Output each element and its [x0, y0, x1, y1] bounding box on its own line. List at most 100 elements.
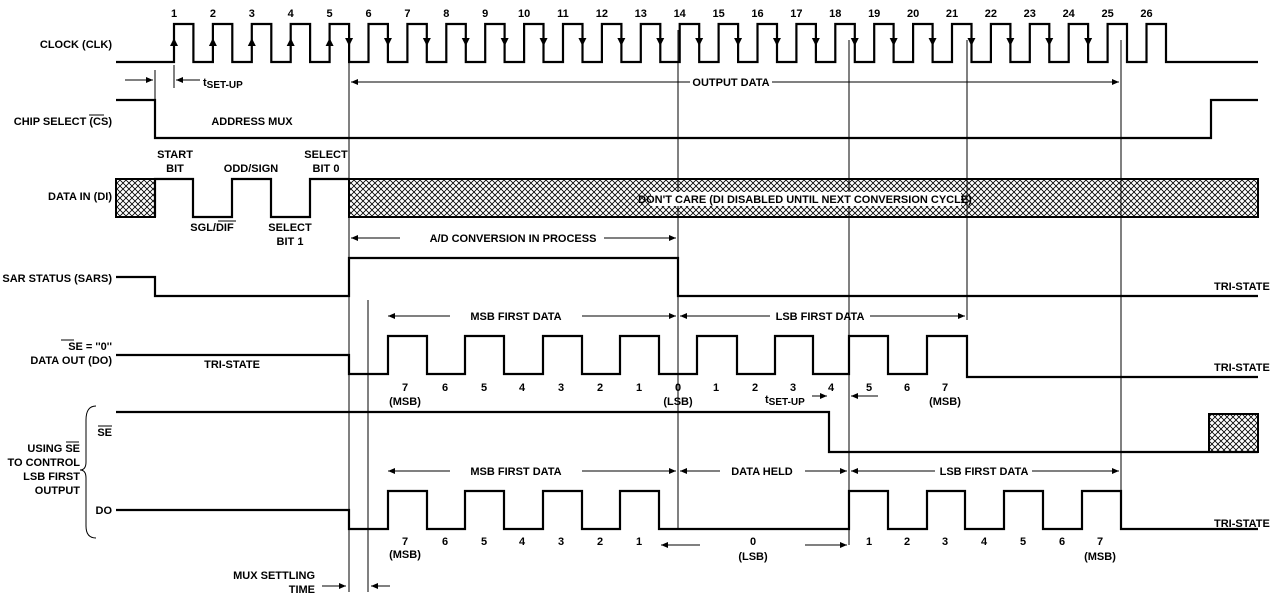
bit-label: 4: [519, 536, 526, 548]
bit-label: 0: [675, 382, 681, 394]
clock-edge-arrow: [656, 38, 665, 46]
bit-label: 6: [442, 536, 448, 548]
clock-edge-arrows: [170, 38, 1093, 46]
label-clock: CLOCK (CLK): [40, 39, 112, 51]
bit-label: 2: [597, 536, 603, 548]
mux-settling-label-2: TIME: [289, 584, 315, 596]
do2-tri-state-label: TRI-STATE: [1214, 518, 1270, 530]
clock-number: 9: [482, 8, 488, 20]
bit-label: 5: [481, 382, 487, 394]
clock-edge-arrow: [617, 38, 626, 46]
bit-label: 1: [713, 382, 719, 394]
clock-number: 21: [946, 8, 958, 20]
clock-edge-arrow: [889, 38, 898, 46]
msb-first2-label: MSB FIRST DATA: [470, 466, 561, 478]
bit-label: 2: [752, 382, 758, 394]
bit-label: 4: [981, 536, 988, 548]
clock-edge-arrow: [325, 38, 334, 46]
do-msb-label: (MSB): [389, 396, 421, 408]
msb-first-label: MSB FIRST DATA: [470, 311, 561, 323]
start-bit-label-2: BIT: [166, 163, 184, 175]
select-bit1-label-2: BIT 1: [277, 236, 304, 248]
bit-label: 3: [790, 382, 796, 394]
label-chip-select: CHIP SELECT (CS): [14, 116, 113, 128]
bit-label: 2: [904, 536, 910, 548]
timing-guide-lines: [154, 30, 1122, 592]
bit-label: 3: [558, 536, 564, 548]
do2-msb-label: (MSB): [389, 549, 421, 561]
clock-number: 18: [829, 8, 841, 20]
t-setup-label: tSET-UP: [203, 77, 243, 91]
bit-label: 4: [828, 382, 835, 394]
sgl-dif-label: SGL/DIF: [190, 222, 234, 234]
t-setup2-label: tSET-UP: [765, 394, 805, 408]
di-dont-care-initial: [115, 178, 156, 218]
bit-label: 5: [1020, 536, 1026, 548]
bit-label: 7: [1097, 536, 1103, 548]
clock-edge-arrow: [170, 38, 178, 46]
address-mux-label: ADDRESS MUX: [211, 116, 293, 128]
clock-edge-arrow: [500, 38, 509, 46]
clock-edge-arrow: [811, 38, 820, 46]
clock-edge-arrow: [539, 38, 548, 46]
clock-edge-arrow: [772, 38, 781, 46]
bit-label: 7: [942, 382, 948, 394]
clock-number: 10: [518, 8, 530, 20]
clock-number: 1: [171, 8, 177, 20]
clock-number: 23: [1024, 8, 1036, 20]
clock-number: 12: [596, 8, 608, 20]
clock-number: 5: [327, 8, 333, 20]
do2-msb-label-2: (MSB): [1084, 551, 1116, 563]
bit-label: 6: [1059, 536, 1065, 548]
do2-lsb-label: (LSB): [738, 551, 768, 563]
label-using-se-2: TO CONTROL: [7, 457, 80, 469]
bit-label: 7: [402, 536, 408, 548]
data-out-waveform: [116, 334, 1211, 379]
odd-sign-label: ODD/SIGN: [224, 163, 278, 175]
clock-edge-arrow: [208, 38, 217, 46]
clock-number: 26: [1140, 8, 1152, 20]
bit-label: 6: [442, 382, 448, 394]
clock-edge-arrow: [422, 38, 431, 46]
clock-number: 13: [635, 8, 647, 20]
clock-number: 2: [210, 8, 216, 20]
clock-number: 19: [868, 8, 880, 20]
do-msb-label-2: (MSB): [929, 396, 961, 408]
select-bit1-label-1: SELECT: [268, 222, 312, 234]
bit-label: 1: [636, 382, 642, 394]
label-using-se-4: OUTPUT: [35, 485, 81, 497]
label-data-in: DATA IN (DI): [48, 191, 112, 203]
label-sar-status: SAR STATUS (SARS): [2, 273, 112, 285]
clock-number: 20: [907, 8, 919, 20]
sars-tri-state-label: TRI-STATE: [1214, 281, 1270, 293]
bit-label: 1: [636, 536, 642, 548]
label-using-se-1: USING SE: [27, 443, 80, 455]
clock-number: 17: [790, 8, 802, 20]
start-bit-label-1: START: [157, 149, 193, 161]
dont-care-label: DON'T CARE (DI DISABLED UNTIL NEXT CONVE…: [638, 194, 972, 206]
clock-edge-arrow: [967, 38, 976, 46]
clock-edge-arrow: [734, 38, 743, 46]
select-bit0-label-1: SELECT: [304, 149, 348, 161]
lsb-first-label: LSB FIRST DATA: [776, 311, 865, 323]
bit-label: 5: [481, 536, 487, 548]
clock-waveform: [116, 22, 1258, 64]
bit-label: 2: [597, 382, 603, 394]
label-se: SE: [97, 427, 112, 439]
clock-number: 11: [557, 8, 569, 20]
clock-number: 16: [751, 8, 763, 20]
clock-edge-arrow: [850, 38, 859, 46]
clock-number: 6: [365, 8, 371, 20]
data-held-label: DATA HELD: [731, 466, 793, 478]
clock-number: 15: [712, 8, 724, 20]
bit-label: 3: [942, 536, 948, 548]
se-waveform: [116, 410, 1258, 454]
clock-edge-arrow: [928, 38, 937, 46]
label-using-se-3: LSB FIRST: [23, 471, 80, 483]
clock-number: 7: [404, 8, 410, 20]
clock-edge-arrow: [1006, 38, 1015, 46]
clock-edge-arrow: [1084, 38, 1093, 46]
